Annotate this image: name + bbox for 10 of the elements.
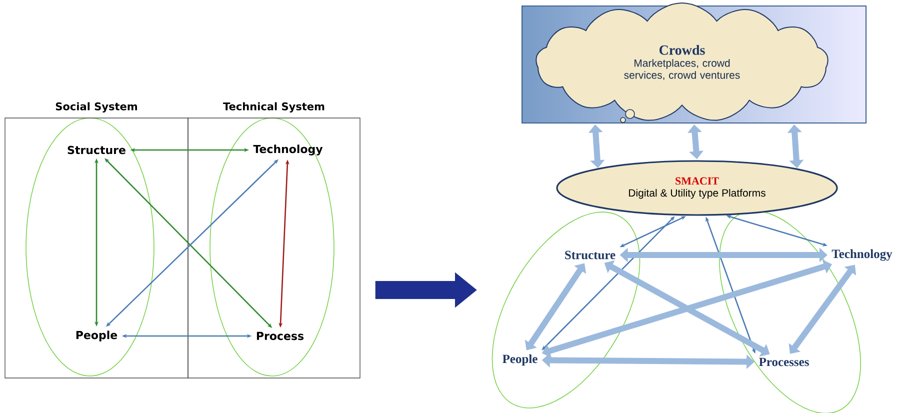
node-label: Structure	[565, 250, 616, 260]
node-label: People	[502, 354, 538, 366]
node-label: Processes	[759, 358, 809, 366]
node-label: Technical System	[223, 102, 324, 112]
node-label: People	[76, 330, 118, 342]
node-label: Social System	[56, 102, 137, 112]
node-label: Process	[256, 332, 304, 340]
node-label: Technology	[832, 249, 892, 261]
node-label: Structure	[68, 146, 126, 154]
thought-cloud: Crowds Marketplaces, crowd services, crowd ventures	[536, 2, 828, 123]
